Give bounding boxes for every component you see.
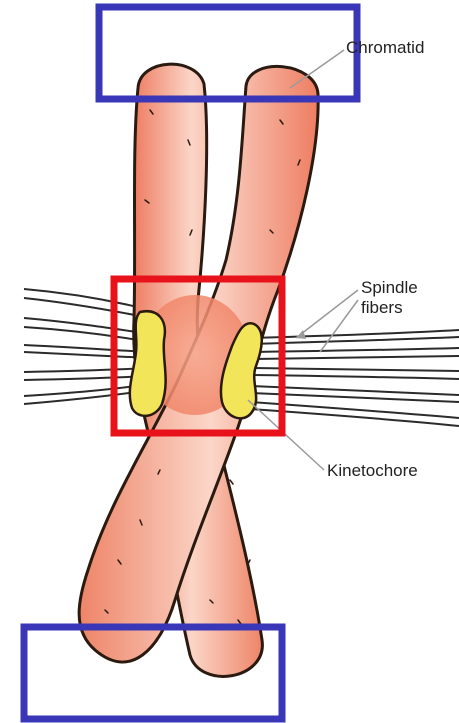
- spindle-leader-line-2: [320, 300, 358, 352]
- chromatid-label: Chromatid: [346, 38, 424, 58]
- spindle-fibers-label: Spindle fibers: [361, 278, 418, 317]
- spindle-fibers-label-line-2: fibers: [361, 298, 418, 318]
- spindle-fibers-label-line-1: Spindle: [361, 278, 418, 298]
- kinetochore-label: Kinetochore: [327, 461, 418, 481]
- spindle-leader-line-1: [296, 290, 358, 338]
- kinetochore-left: [130, 311, 166, 416]
